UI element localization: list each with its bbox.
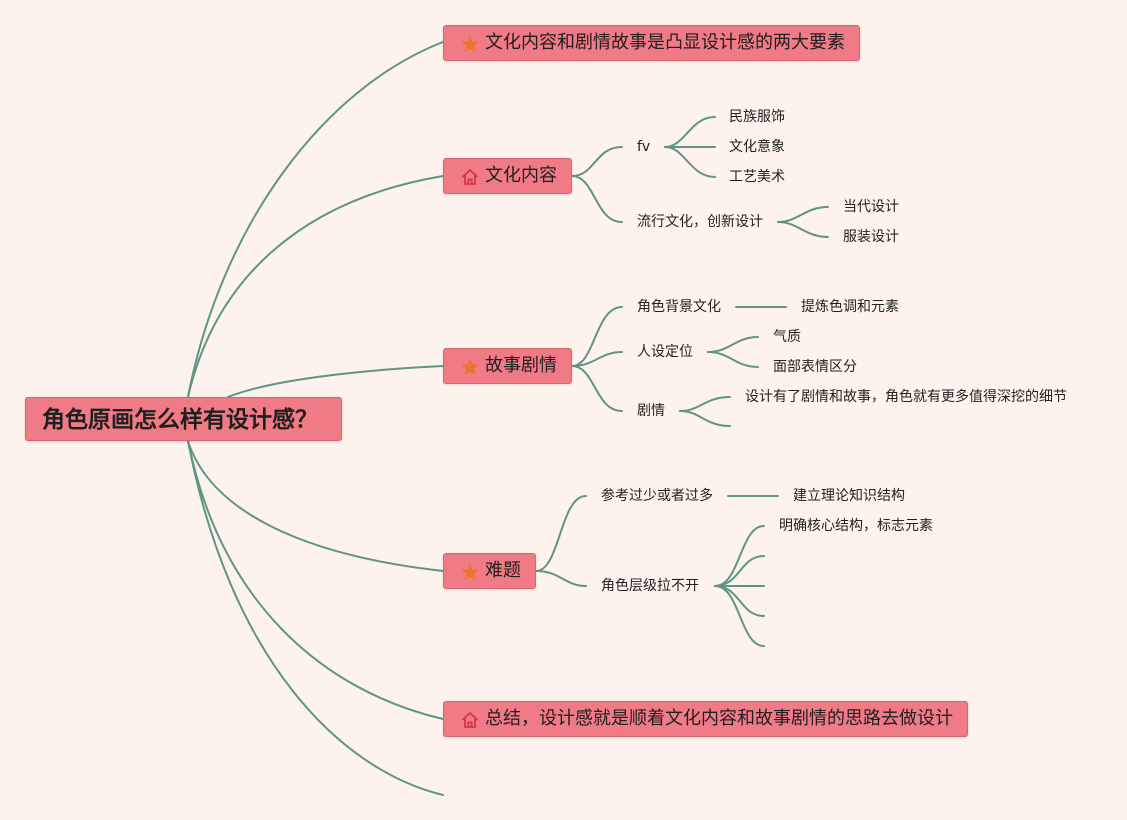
connector-b4-layer	[535, 570, 587, 587]
topic-costume-design[interactable]: 服装设计	[843, 229, 899, 245]
connector-root-extra	[187, 440, 444, 796]
connector-pop-1	[777, 206, 829, 223]
topic-plot[interactable]: 剧情	[637, 403, 665, 419]
topic-facial-expression[interactable]: 面部表情区分	[773, 359, 857, 375]
branch-label: 故事剧情	[485, 355, 557, 376]
connector-layer-1	[714, 525, 765, 587]
topic-theory-structure[interactable]: 建立理论知识结构	[793, 488, 905, 504]
connector-plot-1	[679, 396, 731, 412]
topic-fv[interactable]: fv	[637, 139, 651, 155]
connector-root-b2	[187, 175, 444, 398]
branch-label: 总结，设计感就是顺着文化内容和故事剧情的思路去做设计	[485, 708, 953, 729]
topic-crafts[interactable]: 工艺美术	[729, 169, 785, 185]
topic-reference-amount[interactable]: 参考过少或者过多	[601, 488, 713, 504]
connector-fv-3	[664, 146, 716, 178]
connector-b2-pop	[571, 175, 623, 223]
star-icon	[461, 35, 479, 52]
topic-contemporary-design[interactable]: 当代设计	[843, 199, 899, 215]
branch-story[interactable]: 故事剧情	[443, 348, 572, 384]
connector-fv-1	[664, 116, 716, 148]
connector-layer-4	[714, 585, 765, 617]
star-icon	[461, 358, 479, 375]
branch-label: 文化内容	[485, 165, 557, 186]
topic-core-structure[interactable]: 明确核心结构，标志元素	[779, 518, 933, 534]
connector-b3-bg	[571, 306, 623, 367]
connector-root-b1	[187, 41, 444, 398]
connector-plot-2	[679, 410, 731, 427]
connector-layer-5	[714, 585, 765, 647]
home-icon	[461, 169, 479, 185]
topic-ethnic-costume[interactable]: 民族服饰	[729, 109, 785, 125]
topic-temperament[interactable]: 气质	[773, 329, 801, 345]
connector-b4-ref	[535, 495, 587, 572]
topic-extract-colors[interactable]: 提炼色调和元素	[801, 299, 899, 315]
topic-background-culture[interactable]: 角色背景文化	[637, 299, 721, 315]
connector-root-b5	[187, 440, 444, 720]
branch-label: 难题	[485, 560, 521, 581]
connector-b2-fv	[571, 146, 623, 177]
branch-summary[interactable]: 总结，设计感就是顺着文化内容和故事剧情的思路去做设计	[443, 701, 968, 737]
branch-culture[interactable]: 文化内容	[443, 158, 572, 194]
branch-label: 文化内容和剧情故事是凸显设计感的两大要素	[485, 32, 845, 53]
star-icon	[461, 563, 479, 580]
connector-root-b3	[227, 365, 444, 398]
topic-persona[interactable]: 人设定位	[637, 344, 693, 360]
topic-plot-detail[interactable]: 设计有了剧情和故事，角色就有更多值得深挖的细节	[745, 389, 1067, 405]
connector-pop-2	[777, 221, 829, 238]
connector-b3-persona	[571, 351, 623, 367]
topic-character-hierarchy[interactable]: 角色层级拉不开	[601, 578, 699, 594]
branch-two-elements[interactable]: 文化内容和剧情故事是凸显设计感的两大要素	[443, 25, 860, 61]
connector-layer-2	[714, 555, 765, 587]
root-topic[interactable]: 角色原画怎么样有设计感？	[25, 397, 342, 441]
home-icon	[461, 712, 479, 728]
topic-cultural-imagery[interactable]: 文化意象	[729, 139, 785, 155]
connector-persona-1	[707, 336, 759, 353]
topic-pop-culture[interactable]: 流行文化，创新设计	[637, 214, 763, 230]
connector-root-b4	[187, 440, 444, 572]
branch-problem[interactable]: 难题	[443, 553, 536, 589]
connector-persona-2	[707, 351, 759, 368]
connector-b3-plot	[571, 365, 623, 412]
